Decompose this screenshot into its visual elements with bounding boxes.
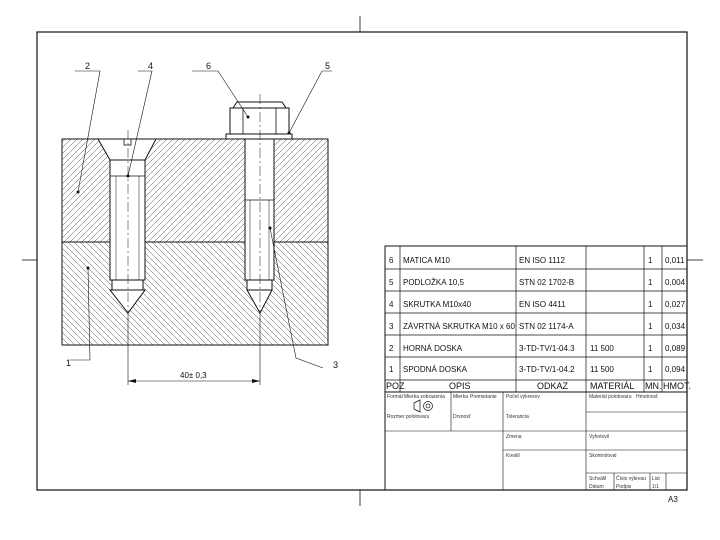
callout-1: 1: [66, 358, 71, 368]
screw-slot: [123, 138, 132, 146]
bom-pos: 6: [389, 256, 394, 265]
title-block-field: Rozmer polotovaru: [387, 414, 429, 420]
title-block-field: Hmotnosť: [636, 394, 658, 400]
title-block-field: Číslo výkresu: [616, 475, 646, 482]
bom-desc: SKRUTKA M10x40: [403, 300, 472, 309]
title-block-frame: [384, 391, 688, 491]
bom-mass: 0,089: [665, 344, 686, 353]
nut-chamfer: [232, 101, 287, 109]
bom-qty: 1: [648, 256, 653, 265]
title-block-field: Mierka zobrazenia: [404, 394, 445, 400]
callout-3: 3: [333, 360, 338, 370]
leader-dot-1: [86, 266, 90, 270]
header-qty: MN.: [645, 381, 662, 391]
title-block-field: Počet výkresov: [506, 394, 540, 400]
header-pos: POZ: [386, 381, 405, 391]
bom-desc: HORNÁ DOSKA: [403, 344, 463, 353]
bom-desc: PODLOŽKA 10,5: [403, 278, 464, 287]
title-block-field: Kreslil: [506, 453, 520, 459]
nut: [229, 107, 290, 135]
leader-dot-4: [126, 174, 130, 178]
bom-mass: 0,004: [665, 278, 686, 287]
screw-shank: [109, 159, 146, 281]
title-block-field: Vyhotovil: [589, 434, 609, 440]
callout-4: 4: [148, 61, 153, 71]
stud-shank: [244, 138, 275, 281]
callout-6: 6: [206, 61, 211, 71]
sheet-size: A3: [668, 495, 678, 504]
bom-pos: 2: [389, 344, 394, 353]
bom-desc: SPODNÁ DOSKA: [403, 365, 468, 374]
lower-plate: [61, 241, 329, 346]
upper-plate: [61, 138, 329, 243]
bom-desc: ZÁVRTNÁ SKRUTKA M10 x 60: [403, 322, 515, 331]
title-block-field: Tolerancia: [506, 414, 529, 420]
title-block-field: List: [652, 476, 660, 482]
bom-qty: 1: [648, 300, 653, 309]
bom-qty: 1: [648, 322, 653, 331]
dimension-text: 40± 0,3: [180, 371, 207, 380]
stud-hole-end: [246, 279, 273, 291]
title-block-field: Premietanie: [470, 394, 497, 400]
parts-list-row: 5 PODLOŽKA 10,5 STN 02 1702-B 1 0,004: [389, 278, 686, 287]
bom-qty: 1: [648, 278, 653, 287]
bom-material: 11 500: [590, 344, 614, 353]
callout-2: 2: [85, 61, 90, 71]
leader-dot-3: [268, 226, 272, 230]
dimension-arrow-left: [128, 379, 136, 383]
washer: [225, 133, 293, 140]
bom-pos: 3: [389, 322, 394, 331]
bom-ref: EN ISO 1112: [519, 256, 566, 265]
title-block-field: 1/1: [652, 484, 659, 490]
parts-list-row: 3 ZÁVRTNÁ SKRUTKA M10 x 60 STN 02 1174-A…: [389, 322, 686, 331]
header-ref: ODKAZ: [537, 381, 569, 391]
title-block-field: Formát: [387, 394, 403, 400]
bom-desc: MATICA M10: [403, 256, 451, 265]
bom-mass: 0,094: [665, 365, 686, 374]
title-block-field: Materiál polotovaru: [589, 394, 632, 400]
leader-dot-5: [287, 131, 291, 135]
bom-pos: 5: [389, 278, 394, 287]
callout-5: 5: [325, 61, 330, 71]
title-block-field: Dátum: [589, 484, 604, 490]
title-block-field: Schválil: [589, 476, 606, 482]
parts-list-row: 4 SKRUTKA M10x40 EN ISO 4411 1 0,027: [389, 300, 686, 309]
bom-ref: STN 02 1174-A: [519, 322, 574, 331]
screw-hole-end: [111, 279, 144, 291]
bom-pos: 1: [389, 365, 394, 374]
leader-dot-2: [76, 190, 80, 194]
bom-material: 11 500: [590, 365, 614, 374]
parts-list-row: 6 MATICA M10 EN ISO 1112 1 0,011: [389, 256, 685, 265]
title-block-field: Skontroloval: [589, 453, 617, 459]
header-mass: HMOT.: [663, 381, 691, 391]
bom-mass: 0,034: [665, 322, 686, 331]
title-block-field: Drsnosť: [453, 414, 471, 420]
header-material: MATERIÁL: [590, 381, 634, 391]
dimension-arrow-right: [252, 379, 260, 383]
bom-qty: 1: [648, 365, 653, 374]
stud-hole-tip: [246, 289, 273, 315]
title-block-field: Mierka: [453, 394, 468, 400]
bom-ref: STN 02 1702-B: [519, 278, 574, 287]
parts-list-row: 2 HORNÁ DOSKA 3-TD-TV/1-04.3 11 500 1 0,…: [389, 344, 686, 353]
bom-ref: EN ISO 4411: [519, 300, 566, 309]
bom-ref: 3-TD-TV/1-04.2: [519, 365, 575, 374]
bom-qty: 1: [648, 344, 653, 353]
leader-dot-6: [246, 115, 250, 119]
leader-lines: [70, 70, 332, 369]
bom-ref: 3-TD-TV/1-04.3: [519, 344, 575, 353]
bom-mass: 0,027: [665, 300, 686, 309]
parts-list-row: 1 SPODNÁ DOSKA 3-TD-TV/1-04.2 11 500 1 0…: [389, 365, 686, 374]
header-desc: OPIS: [449, 381, 471, 391]
bom-pos: 4: [389, 300, 394, 309]
parts-list-header: POZ OPIS ODKAZ MATERIÁL MN. HMOT.: [386, 381, 691, 391]
bom-mass: 0,011: [665, 256, 685, 265]
projection-symbol-icon: [413, 399, 433, 413]
title-block-field: Podpis: [616, 484, 632, 490]
title-block-field: Zmena: [506, 434, 522, 440]
